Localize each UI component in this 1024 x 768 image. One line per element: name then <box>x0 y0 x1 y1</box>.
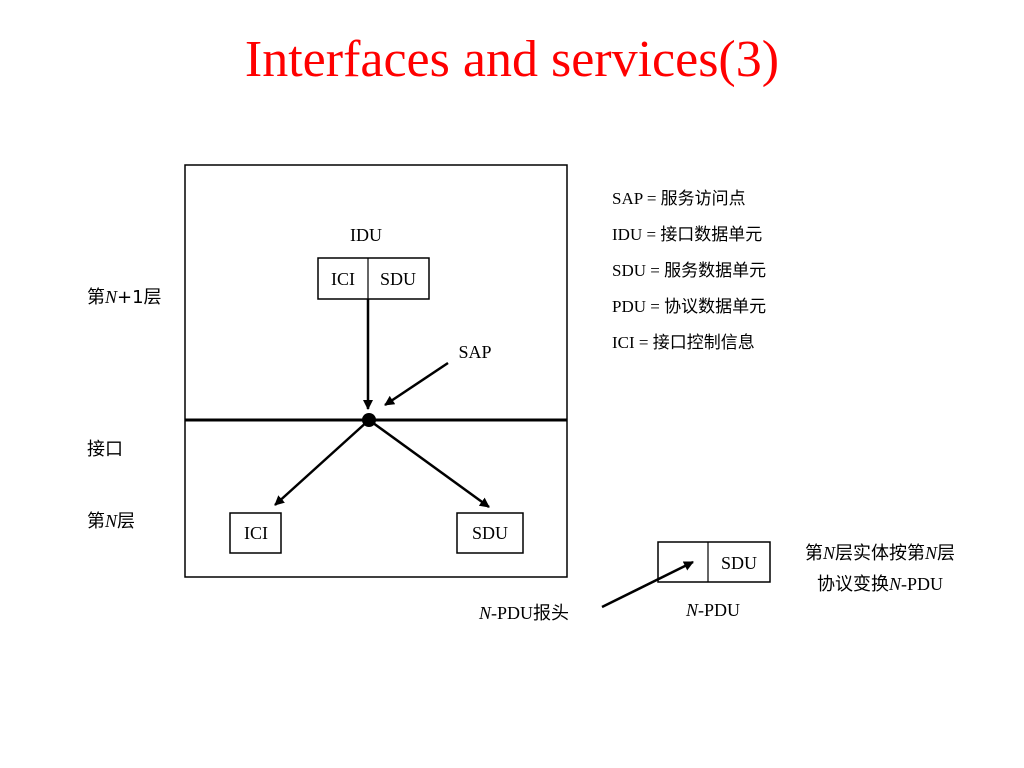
layer-n-label: 第N层 <box>87 511 135 532</box>
npdu-box <box>657 541 771 583</box>
sap-label: SAP <box>458 342 491 362</box>
legend-item: ICI = 接口控制信息 <box>612 333 755 353</box>
npdu-header-label: N-PDU报头 <box>478 603 569 623</box>
legend-item: SAP = 服务访问点 <box>612 189 746 209</box>
sdu-bottom-label: SDU <box>472 523 508 543</box>
legend-item: IDU = 接口数据单元 <box>612 225 762 245</box>
ici-bottom-box <box>229 512 282 554</box>
interface-label: 接口 <box>87 439 123 460</box>
npdu-header-arrow <box>601 560 694 609</box>
idu-box <box>317 257 430 300</box>
sdu-top-label: SDU <box>380 269 416 289</box>
legend: SAP = 服务访问点 IDU = 接口数据单元 SDU = 服务数据单元 PD… <box>612 189 766 353</box>
slide-title: Interfaces and services(3) <box>244 31 780 88</box>
sdu-bottom-box <box>456 512 524 554</box>
layers-box <box>184 164 568 578</box>
npdu-conversion-line2: 协议变换N-PDU <box>817 574 943 595</box>
npdu-label: N-PDU <box>685 600 740 620</box>
ici-bottom-label: ICI <box>244 523 268 543</box>
legend-item: PDU = 协议数据单元 <box>612 297 766 317</box>
ici-top-label: ICI <box>331 269 355 289</box>
npdu-conversion-line1: 第N层实体按第N层 <box>805 543 955 564</box>
sap-pointer-arrow <box>384 361 449 407</box>
sdu-down-arrow <box>368 418 490 509</box>
npdu-sdu-label: SDU <box>721 553 757 573</box>
legend-item: SDU = 服务数据单元 <box>612 261 766 281</box>
ici-down-arrow <box>274 419 370 506</box>
idu-label: IDU <box>350 225 382 245</box>
layer-n-plus-1-label: 第N+1层 <box>87 287 162 308</box>
